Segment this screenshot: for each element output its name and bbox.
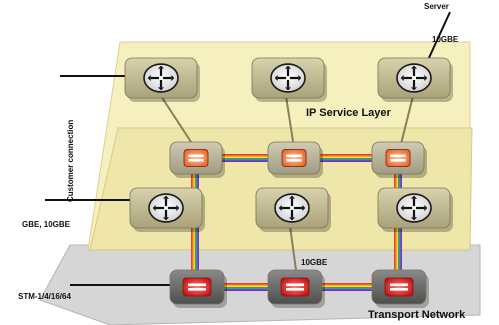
router-arrowhead	[411, 217, 417, 221]
router-arrowhead	[298, 75, 302, 81]
customer-connection-label: Customer connection	[66, 119, 75, 202]
link-router-top-left-to-switch	[160, 95, 196, 149]
switch-bar	[188, 288, 206, 291]
router-arrowhead	[424, 75, 428, 81]
router-disc	[396, 193, 432, 223]
switch-bar	[286, 283, 304, 287]
router-arrowhead	[400, 75, 404, 81]
router-icon	[148, 193, 184, 223]
router-arrowhead	[158, 87, 164, 91]
router-arrowhead	[274, 75, 278, 81]
router-top-left[interactable]	[124, 57, 200, 102]
switch-icon	[183, 149, 209, 167]
switch-bar	[286, 154, 302, 158]
switch-icon	[281, 149, 307, 167]
router-arrowhead	[163, 195, 169, 199]
router-arrowhead	[147, 75, 151, 81]
router-arrowhead	[289, 195, 295, 199]
switch-bar	[188, 154, 204, 158]
link-router-bottom-center-to-switch	[289, 225, 297, 271]
switch-bar	[286, 288, 304, 291]
switch-bar	[390, 154, 406, 158]
switch-body	[385, 149, 411, 167]
router-icon	[270, 63, 306, 93]
router-icon	[274, 193, 310, 223]
switch-icon	[182, 277, 212, 297]
switch-bar	[390, 283, 408, 287]
switch-icon	[384, 277, 414, 297]
stm-label: STM-1/4/16/64	[18, 292, 71, 301]
ip-service-layer-label: IP Service Layer	[306, 107, 391, 119]
router-disc	[396, 63, 432, 93]
router-arrowhead	[285, 65, 291, 69]
router-disc	[143, 63, 179, 93]
server-link-label: 10GBE	[432, 35, 459, 44]
server-line	[427, 11, 451, 61]
router-arrowhead	[171, 75, 175, 81]
router-disc	[148, 193, 184, 223]
link-router-top-center-to-switch	[285, 95, 295, 149]
switch-body	[281, 149, 307, 167]
router-top-right[interactable]	[377, 57, 453, 102]
switch-bar	[390, 159, 406, 162]
router-arrowhead	[152, 205, 156, 211]
server-label: Server	[424, 2, 449, 11]
router-bottom-left[interactable]	[129, 187, 205, 232]
router-arrowhead	[411, 65, 417, 69]
switch-bar	[188, 159, 204, 162]
router-icon	[396, 193, 432, 223]
ip-switch-left[interactable]	[169, 141, 225, 178]
router-arrowhead	[400, 205, 404, 211]
router-arrowhead	[163, 217, 169, 221]
link-router-top-right-to-switch	[399, 95, 414, 149]
switch-body	[182, 277, 212, 297]
router-icon	[396, 63, 432, 93]
ip-switch-center[interactable]	[267, 141, 323, 178]
router-top-center[interactable]	[251, 57, 327, 102]
external-lines	[45, 11, 451, 286]
router-arrowhead	[158, 65, 164, 69]
router-bottom-right[interactable]	[377, 187, 453, 232]
nodes	[124, 57, 453, 308]
transport-switch-center[interactable]	[267, 269, 325, 308]
router-arrowhead	[278, 205, 282, 211]
router-icon	[143, 63, 179, 93]
switch-icon	[385, 149, 411, 167]
router-arrowhead	[411, 87, 417, 91]
customer-link-label: GBE, 10GBE	[22, 220, 71, 229]
switch-icon	[280, 277, 310, 297]
switch-body	[384, 277, 414, 297]
switch-body	[280, 277, 310, 297]
router-arrowhead	[302, 205, 306, 211]
router-arrowhead	[285, 87, 291, 91]
router-disc	[270, 63, 306, 93]
connection-lines	[160, 95, 414, 271]
router-disc	[274, 193, 310, 223]
transport-switch-right[interactable]	[371, 269, 429, 308]
router-arrowhead	[424, 205, 428, 211]
switch-bar	[188, 283, 206, 287]
switch-bar	[286, 159, 302, 162]
router-arrowhead	[411, 195, 417, 199]
switch-bar	[390, 288, 408, 291]
router-arrowhead	[176, 205, 180, 211]
transport-switch-left[interactable]	[169, 269, 227, 308]
router-bottom-center[interactable]	[255, 187, 331, 232]
transport-network-label: Transport Network	[368, 309, 466, 321]
switch-body	[183, 149, 209, 167]
transport-link-label: 10GBE	[301, 258, 328, 267]
router-arrowhead	[289, 217, 295, 221]
ip-switch-right[interactable]	[371, 141, 427, 178]
